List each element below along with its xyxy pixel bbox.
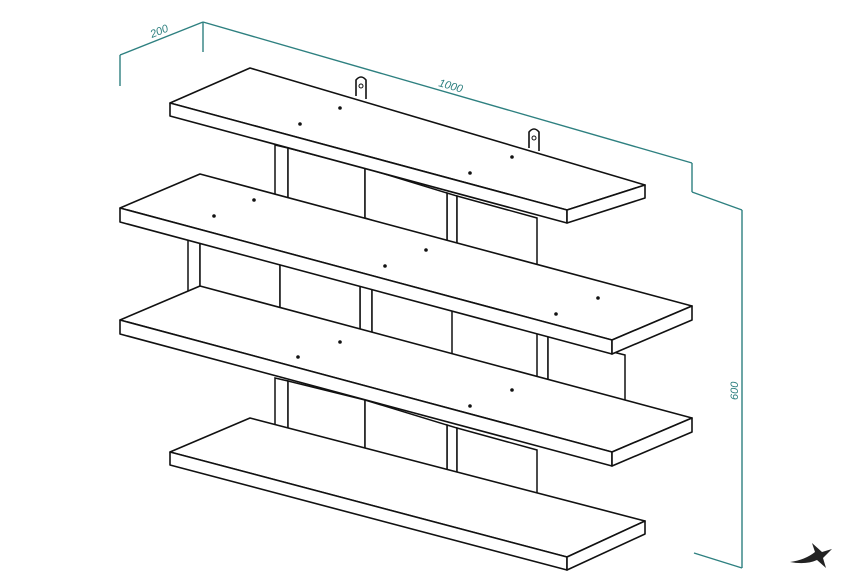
screw-holes xyxy=(212,106,600,408)
shelf-board-level-3 xyxy=(119,285,693,467)
height-label: 600 xyxy=(729,381,741,400)
shelf-board-level-2 xyxy=(119,173,693,355)
dimension-width: 1000 xyxy=(202,21,693,192)
bird-logo-icon xyxy=(790,543,832,568)
dimension-depth: 200 xyxy=(119,21,204,86)
shelf-board-top xyxy=(169,67,646,224)
depth-label: 200 xyxy=(148,22,171,41)
shelf-board-bottom xyxy=(169,417,646,571)
dimension-height: 600 xyxy=(691,191,743,569)
